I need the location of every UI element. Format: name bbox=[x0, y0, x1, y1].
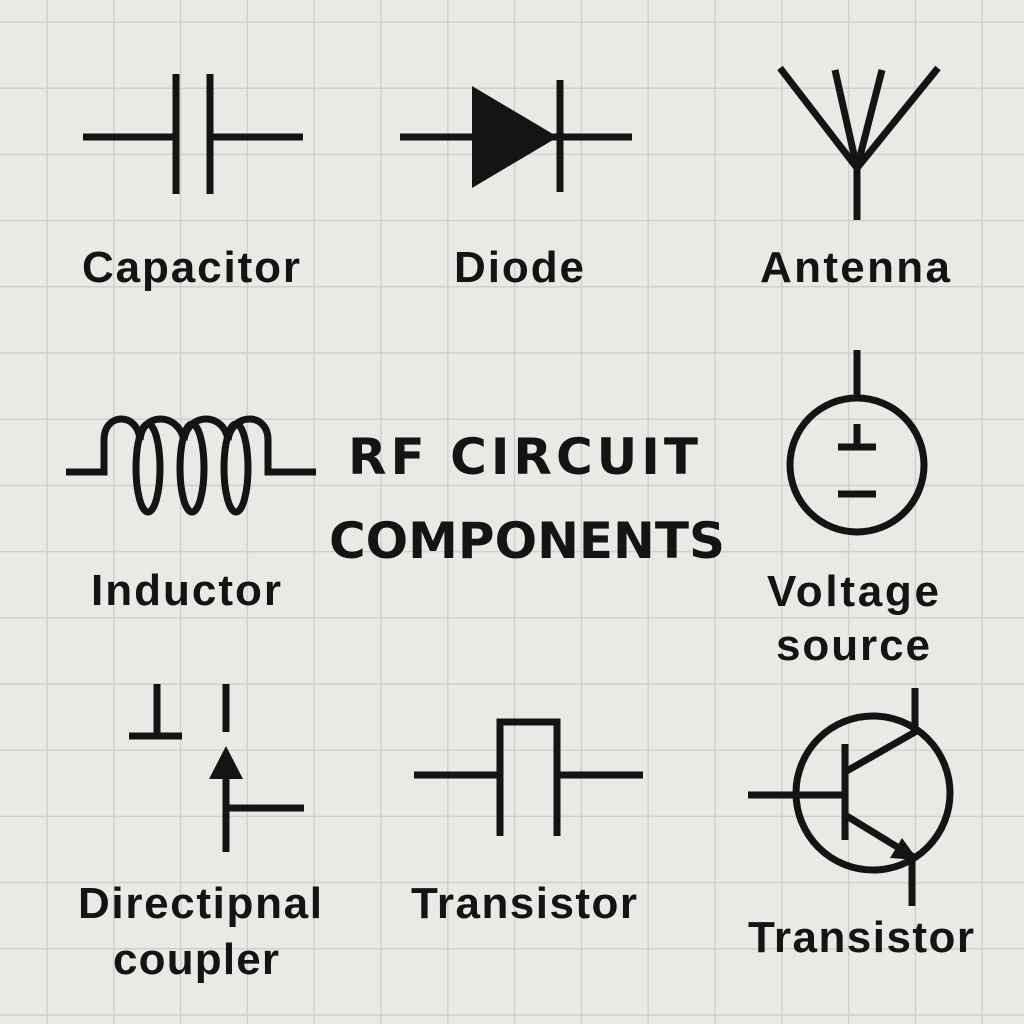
transistor-bjt-label: Transistor bbox=[748, 913, 974, 962]
capacitor-symbol bbox=[83, 74, 303, 194]
antenna-symbol bbox=[777, 65, 941, 220]
capacitor-label: Capacitor bbox=[82, 243, 300, 292]
directional-coupler-label-line-1: Directipnal bbox=[78, 879, 322, 928]
antenna-label: Antenna bbox=[760, 243, 951, 292]
directional-coupler-label-line-2: coupler bbox=[113, 935, 279, 984]
directional-coupler-symbol bbox=[129, 684, 304, 852]
title-line-2: COMPONENTS bbox=[329, 512, 725, 570]
voltage-source-label-line-1: Voltage bbox=[767, 567, 939, 616]
transistor-bjt-symbol bbox=[748, 688, 954, 906]
title-line-1: RF CIRCUIT bbox=[348, 428, 698, 486]
inductor-label: Inductor bbox=[91, 566, 281, 615]
voltage-source-symbol bbox=[786, 350, 928, 536]
voltage-source-label-line-2: source bbox=[776, 621, 930, 670]
transistor-pulse-symbol bbox=[414, 718, 643, 836]
diode-symbol bbox=[400, 80, 632, 192]
inductor-symbol bbox=[66, 415, 316, 516]
diode-label: Diode bbox=[454, 243, 584, 292]
transistor-pulse-label: Transistor bbox=[411, 879, 637, 928]
